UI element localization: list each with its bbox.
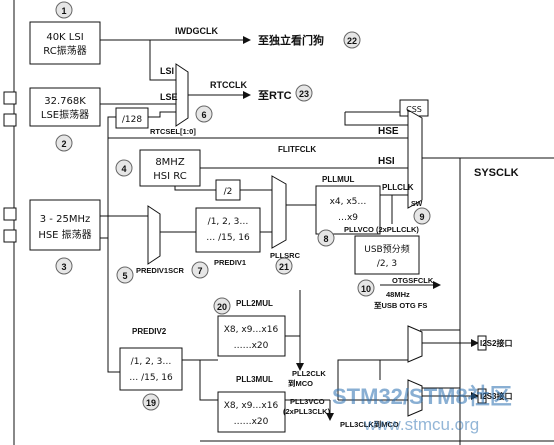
hse-label: HSE [378,126,399,137]
signal-labels: IWDGCLK 至独立看门狗 RTCCLK 至RTC LSI LSE RTCSE… [132,26,519,429]
circle-10: 10 [361,284,371,294]
circle-2: 2 [61,139,66,149]
div128-box [115,107,149,129]
pllclk-label: PLLCLK [382,183,414,192]
circle-23: 23 [299,89,309,99]
pll3mul-label: PLL3MUL [236,375,273,384]
lsi-rc-line1: 40K LSI [46,32,83,43]
circle-22: 22 [347,36,357,46]
prediv1scr-mux [147,205,161,265]
rtc-target-label: 至RTC [258,89,292,102]
div128-text: /128 [122,115,142,125]
number-circles: 1 2 3 4 5 6 7 8 9 10 19 20 21 22 23 [55,1,431,411]
circle-8: 8 [323,234,328,244]
pll3clk-label: PLL3CLK到MCO [340,419,399,429]
prediv1src-label: PREDIV1SCR [136,266,185,275]
div2-box [215,179,241,201]
pll3vco-label: PLL3VCO [290,397,325,406]
lsi-rc-box [29,21,101,65]
i2s2-label: I2S2接口 [480,338,512,348]
div2-text: /2 [224,187,233,197]
pllmul-box [315,185,381,235]
pll3mul-box-line2: ……x20 [234,417,269,427]
hsi-rc-line2: HSI RC [153,171,186,182]
hse-osc-line1: 3 - 25MHz [40,214,90,225]
usb-freq-label: 48MHz [386,290,410,299]
iwdg-target-label: 至独立看门狗 [258,33,324,47]
prediv1-box [195,207,261,253]
usb-target-label: 至USB OTG FS [374,301,427,310]
prediv2-box-line1: /1, 2, 3… [131,357,172,367]
circle-7: 7 [197,266,202,276]
lse-osc-line1: 32.768K [44,96,86,107]
prediv2-label: PREDIV2 [132,327,167,336]
usb-prescaler-line1: USB预分频 [364,243,409,255]
pll2mul-box-line2: ……x20 [234,341,269,351]
block-text: 40K LSI RC振荡器 32.768K LSE振荡器 3 - 25MHz H… [38,32,422,427]
hsi-rc-line1: 8MHZ [155,157,185,168]
lse-label: LSE [160,92,178,102]
hse-osc-box [29,199,101,251]
circle-20: 20 [217,302,227,312]
sw-label: SW [411,201,423,208]
circle-19: 19 [146,398,156,408]
pll2mul-label: PLL2MUL [236,299,273,308]
prediv2-box [119,347,183,391]
sw-mux [407,109,423,209]
pll2mul-box [217,315,286,357]
pllsrc-mux [271,175,287,249]
watermark-line2: www.stmcu.org [363,415,479,434]
lsi-label: LSI [160,66,174,76]
pll3mul-box [217,391,286,433]
circle-9: 9 [419,212,424,222]
pllmul-label: PLLMUL [322,175,355,184]
pll3mul-box-line1: X8, x9…x16 [224,401,279,411]
circle-5: 5 [122,271,127,281]
watermark: STM32/STM8社区 www.stmcu.org [332,384,512,434]
to-mco-label: 到MCO [288,378,313,388]
muxes [147,63,423,417]
i2s2-mux [407,325,423,363]
pllmul-box-line1: x4, x5… [330,197,367,207]
prediv2-box-line2: … /15, 16 [129,373,173,383]
usb-prescaler-line2: /2, 3 [377,259,397,269]
otgsfclk-label: OTGSFCLK [392,276,434,285]
pll3vco-2x-label: (2xPLL3CLK) [283,407,331,416]
css-text: CSS [406,105,422,114]
pllvco-label: PLLVCO (2xPLLCLK) [344,225,419,234]
usb-prescaler-box [354,235,420,275]
pll2mul-box-line1: X8, x9…x16 [224,325,279,335]
hsi-rc-box [139,149,201,187]
iwdgclk-label: IWDGCLK [175,26,218,36]
circle-3: 3 [61,262,66,272]
i2s3-label: I2S3接口 [480,391,512,401]
rtcsel-mux [175,63,189,127]
watermark-line1: STM32/STM8社区 [332,384,512,409]
rtcclk-label: RTCCLK [210,80,247,90]
lse-osc-line2: LSE振荡器 [41,108,89,121]
circle-4: 4 [121,164,126,174]
pllmul-box-line2: …x9 [338,213,358,223]
hsi-label: HSI [378,156,395,167]
circle-21: 21 [279,262,289,272]
boxes [3,21,487,433]
prediv1-box-line1: /1, 2, 3… [208,217,249,227]
hse-osc-line2: HSE 振荡器 [38,228,91,241]
prediv1-box-line2: … /15, 16 [206,233,250,243]
circle-6: 6 [201,110,206,120]
lsi-rc-line2: RC振荡器 [43,44,86,57]
pll2clk-label: PLL2CLK [292,369,326,378]
sysclk-label: SYSCLK [474,167,519,179]
i2s3-mux [407,379,423,417]
circle-1: 1 [61,6,66,16]
pllsrc-label: PLLSRC [270,251,301,260]
rtcsel-label: RTCSEL[1:0] [150,127,196,136]
prediv1-label: PREDIV1 [214,258,246,267]
flitfclk-label: FLITFCLK [278,145,316,154]
lse-osc-box [29,87,101,127]
